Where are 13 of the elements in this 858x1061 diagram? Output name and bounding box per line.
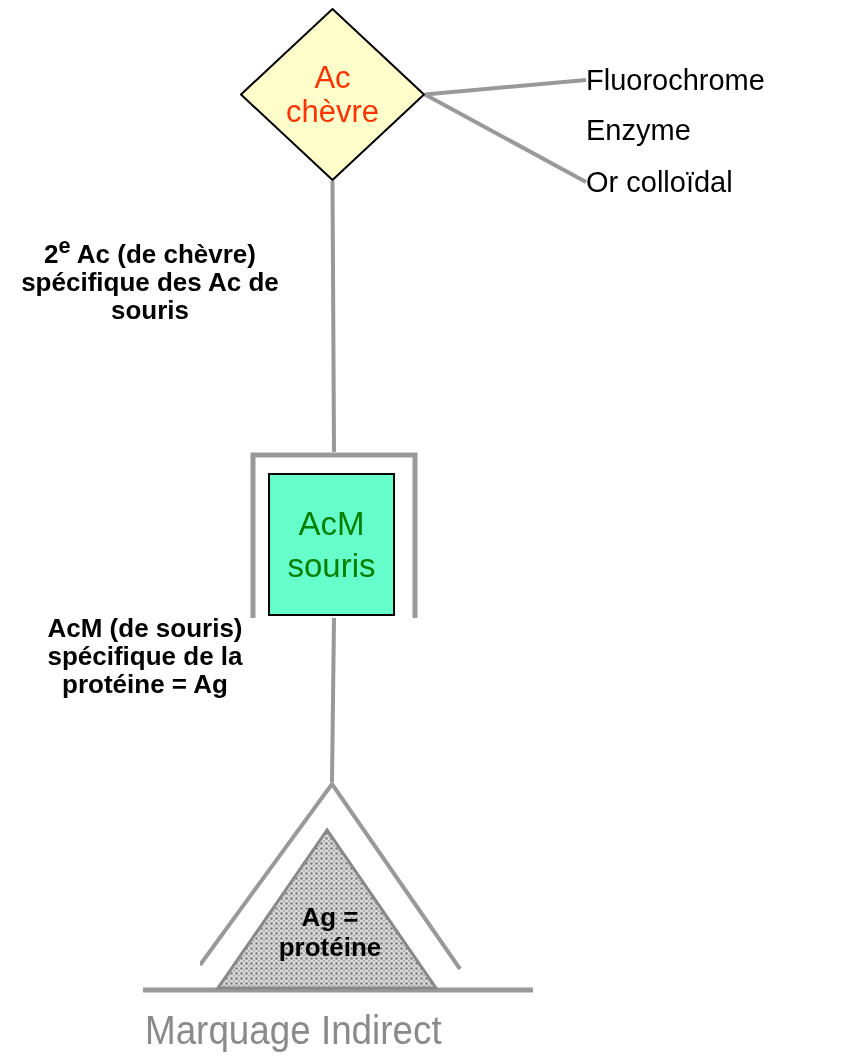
connector-line	[330, 617, 336, 783]
annotation-text: Enzyme	[586, 113, 691, 148]
connector-line	[424, 92, 587, 184]
label-text: Fluorochrome	[586, 62, 846, 98]
connector-line	[330, 181, 336, 452]
label-text: Or colloïdal	[586, 164, 806, 200]
annotation-text: AcM (de souris) spécifique de la protéine = Ag	[46, 614, 244, 698]
antibody-box: AcM souris	[268, 473, 395, 616]
antigen-label: Ag = protéine	[277, 901, 383, 964]
annotation-text: 2$^{e}$ Ac (de chèvre) spécifique des Ac de souris	[20, 232, 280, 324]
caption: Marquage Indirect	[145, 1008, 442, 1053]
connector-line	[424, 78, 587, 97]
antibody-label: Ac chèvre	[284, 58, 380, 131]
